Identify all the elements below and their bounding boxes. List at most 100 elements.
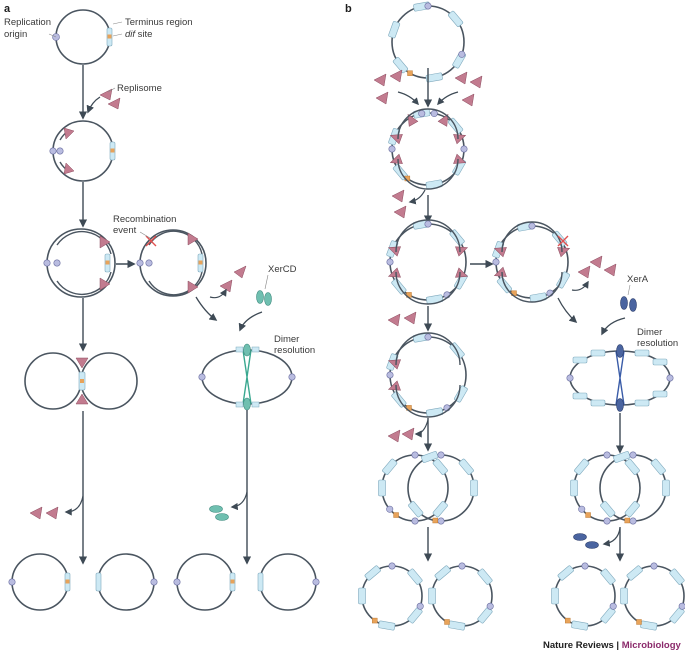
gene-box [570, 479, 578, 497]
replisome-triangle [453, 134, 467, 145]
crossing-mark [145, 235, 157, 247]
replisome-triangle [455, 267, 469, 278]
origin-dot [460, 145, 468, 153]
replisome-triangle [455, 246, 469, 257]
dimer-resolution-b-1: Dimer [637, 327, 662, 338]
gene-box [470, 479, 478, 497]
gene-box [624, 501, 640, 518]
gene-box [378, 479, 386, 497]
gene-box [600, 501, 616, 518]
origin-dot [416, 602, 424, 610]
gene-box [428, 587, 436, 605]
gene-box [434, 565, 451, 581]
dif-square [372, 617, 378, 624]
replisome-triangle [437, 113, 449, 127]
gene-box [382, 458, 398, 475]
origin-dot [603, 451, 611, 459]
origin-dot [388, 145, 396, 153]
origin-dot [603, 517, 611, 525]
origin-dot [430, 110, 438, 118]
replication-origin-label-2: origin [4, 29, 27, 40]
gene-box [421, 451, 439, 463]
dif-square [393, 512, 399, 518]
chromosome-b4 [386, 332, 468, 418]
gene-box [571, 620, 589, 631]
chromosome-a3 [43, 228, 116, 298]
journal-credit: Nature Reviews | Microbiology [543, 640, 682, 651]
replisome-triangle [387, 267, 401, 278]
gene-box [626, 565, 643, 581]
gene-box [557, 565, 574, 581]
origin-dot [411, 517, 419, 525]
origin-dot [678, 602, 685, 610]
gene-box [624, 458, 640, 475]
recombination-label-2: event [113, 225, 137, 236]
catenated-chromosomes-b-right [570, 451, 670, 525]
origin-dot [581, 562, 589, 570]
origin-dot [386, 371, 394, 379]
replisome-triangle [493, 266, 507, 277]
chromosome-b2 [388, 108, 468, 190]
origin-dot [424, 2, 432, 10]
dif-square [585, 512, 591, 518]
dif-square [107, 34, 112, 39]
origin-dot [458, 50, 466, 58]
chromosome-a2 [49, 120, 116, 182]
gene-box [388, 21, 401, 39]
gene-box [378, 620, 396, 631]
gene-box [425, 72, 443, 83]
replisome-label: Replisome [117, 83, 162, 94]
chromosome-a1 [52, 9, 113, 65]
gene-box [432, 458, 448, 475]
origin-dot [629, 451, 637, 459]
gene-box [620, 587, 628, 605]
gene-box [408, 501, 424, 518]
replisome-triangle [389, 153, 403, 164]
origin-dot [609, 602, 617, 610]
gene-box [669, 568, 685, 585]
origin-dot [437, 451, 445, 459]
dif-square [624, 517, 630, 524]
gene-box [448, 10, 464, 27]
gene-box [407, 568, 423, 585]
gene-box [432, 501, 448, 518]
origin-dot [486, 602, 494, 610]
chromosome-b1 [388, 1, 466, 83]
replisome-triangle [493, 247, 507, 258]
panel-b-label: b [345, 3, 352, 15]
replisome-triangle [557, 247, 571, 258]
dimer-a [198, 343, 296, 411]
replisome-triangle [387, 359, 401, 370]
origin-dot [411, 451, 419, 459]
dimer-b [566, 344, 674, 412]
dif-square [407, 70, 413, 76]
gene-box [458, 458, 474, 475]
gene-box [551, 587, 559, 605]
dif-square [444, 619, 450, 625]
gene-box [392, 57, 408, 74]
origin-dot [528, 222, 536, 230]
dif-square [636, 619, 642, 625]
replisome-triangle [387, 246, 401, 257]
origin-dot [492, 258, 500, 266]
replication-origin-label-1: Replication [4, 17, 51, 28]
gene-box [600, 568, 616, 585]
replisome-triangle [389, 134, 403, 145]
dimer-resolution-a-1: Dimer [274, 334, 299, 345]
chromosome-b3 [386, 219, 469, 305]
replisome-triangle [407, 113, 419, 127]
catenated-chromosomes-b-left [378, 451, 478, 525]
dif-square [565, 617, 571, 624]
gene-box [613, 451, 631, 463]
origin-dot [437, 517, 445, 525]
dimer-resolution-b-2: resolution [637, 338, 678, 349]
origin-dot [650, 562, 658, 570]
dif-site-label: dif site [125, 29, 152, 40]
chromosome-a4-figure-eight [24, 352, 138, 410]
dif-square [432, 517, 438, 524]
gene-box [574, 458, 590, 475]
origin-dot [578, 505, 586, 513]
xercd-label: XerCD [268, 264, 297, 275]
gene-box [650, 458, 666, 475]
